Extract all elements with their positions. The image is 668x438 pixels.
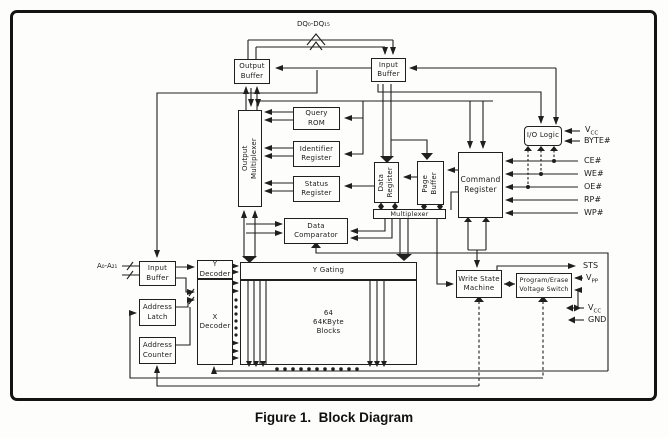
diagram-border	[10, 10, 657, 401]
block-y-decoder: Y Decoder	[197, 260, 233, 279]
block-y-decoder-label: Y Decoder	[199, 260, 231, 278]
vpp-label: VPP	[586, 274, 598, 285]
block-address-latch: Address Latch	[139, 299, 176, 326]
block-output-multiplexer: Output Multiplexer	[238, 110, 262, 207]
block-write-state-machine-label: Write State Machine	[458, 274, 500, 292]
vcc-bottom-label: VCC	[588, 304, 601, 315]
oe-label: OE#	[584, 182, 603, 191]
block-memory-array-label: 64 64KByte Blocks	[313, 308, 344, 336]
vcc-top-sub: CC	[590, 130, 599, 137]
vpp-base: V	[586, 273, 592, 282]
sts-label: STS	[583, 261, 599, 270]
block-page-buffer: Page Buffer	[417, 161, 444, 205]
block-data-comparator-label: Data Comparator	[294, 221, 338, 239]
block-io-logic-label: I/O Logic	[526, 131, 560, 140]
byte-label: BYTE#	[584, 136, 611, 145]
block-address-latch-label: Address Latch	[142, 303, 173, 321]
block-output-buffer-label: Output Buffer	[239, 62, 265, 80]
block-input-buffer: Input Buffer	[371, 58, 406, 82]
block-multiplexer-label: Multiplexer	[390, 209, 429, 218]
we-label: WE#	[584, 169, 604, 178]
block-query-rom-label: Query ROM	[305, 109, 328, 127]
vcc-bottom-sub: CC	[593, 308, 602, 315]
block-y-gating-label: Y Gating	[312, 266, 345, 275]
block-y-gating: Y Gating	[240, 262, 417, 280]
block-program-erase-voltage-switch: Program/Erase Voltage Switch	[516, 273, 572, 298]
block-query-rom: Query ROM	[293, 107, 340, 130]
wp-label: WP#	[584, 208, 604, 217]
address-bus-label: A₀-A₂₁	[97, 262, 118, 270]
block-multiplexer: Multiplexer	[373, 209, 446, 219]
block-command-register-label: Command Register	[460, 175, 501, 194]
block-data-register: Data Register	[374, 162, 399, 203]
vpp-sub: PP	[591, 278, 599, 285]
block-data-register-label: Data Register	[377, 167, 395, 198]
block-data-comparator: Data Comparator	[284, 218, 348, 244]
block-address-input-buffer: Input Buffer	[139, 261, 176, 286]
block-input-buffer-label: Input Buffer	[377, 60, 400, 78]
dq-bus-label: DQ₀-DQ₁₅	[297, 20, 330, 28]
block-address-input-buffer-label: Input Buffer	[146, 264, 169, 282]
block-status-register-label: Status Register	[301, 179, 332, 197]
gnd-label: GND	[588, 315, 607, 324]
block-output-buffer: Output Buffer	[234, 59, 270, 84]
block-program-erase-voltage-switch-label: Program/Erase Voltage Switch	[519, 277, 569, 293]
block-address-counter-label: Address Counter	[142, 341, 173, 359]
block-identifier-register: Identifier Register	[293, 141, 340, 167]
block-write-state-machine: Write State Machine	[456, 270, 502, 298]
vcc-top-label: VCC	[585, 126, 598, 137]
block-status-register: Status Register	[293, 176, 340, 202]
block-identifier-register-label: Identifier Register	[299, 144, 334, 162]
block-address-counter: Address Counter	[139, 337, 176, 364]
block-io-logic: I/O Logic	[524, 126, 562, 146]
block-x-decoder: X Decoder	[197, 279, 233, 365]
figure-caption: Figure 1. Block Diagram	[254, 410, 414, 425]
block-command-register: Command Register	[458, 152, 503, 218]
block-x-decoder-label: X Decoder	[199, 312, 231, 330]
block-output-multiplexer-label: Output Multiplexer	[240, 138, 258, 179]
vcc-bottom-base: V	[588, 303, 594, 312]
block-memory-array: 64 64KByte Blocks	[240, 280, 417, 365]
vcc-top-base: V	[585, 125, 591, 134]
ce-label: CE#	[584, 156, 602, 165]
rp-label: RP#	[584, 195, 602, 204]
block-page-buffer-label: Page Buffer	[421, 171, 439, 195]
